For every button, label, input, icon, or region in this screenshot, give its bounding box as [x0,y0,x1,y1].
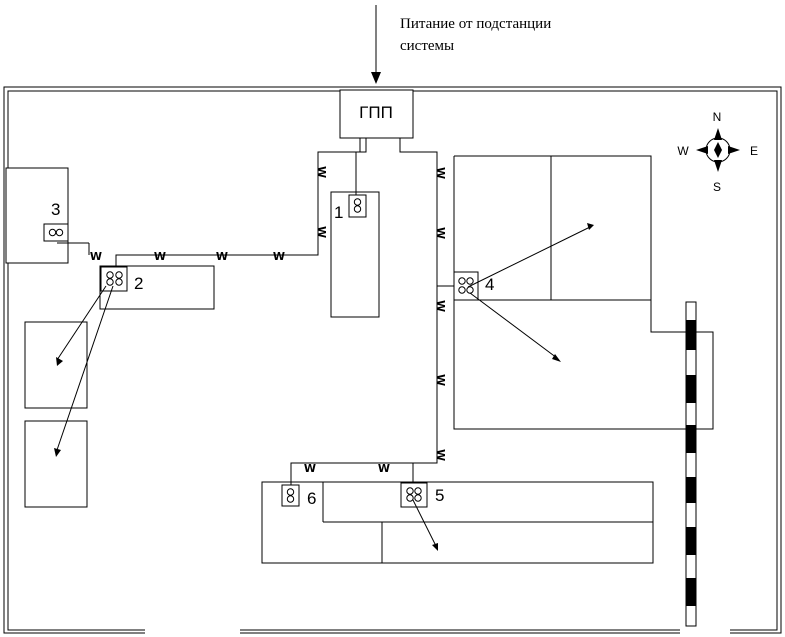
compass-north: N [713,110,722,124]
cable-marker: W [434,374,447,386]
substation-4-label: 4 [485,275,494,294]
cable-marker: W [90,250,102,263]
substation-4: 4 [453,271,494,301]
cable-marker: W [434,167,447,179]
compass-west: W [677,144,689,158]
compass-east: E [750,144,758,158]
feeder-arrows [54,223,594,551]
substation-2-label: 2 [134,274,143,293]
substation-3-label: 3 [51,200,60,219]
substation-1-label: 1 [334,203,343,222]
supply-note-line1: Питание от подстанции [400,16,551,32]
cable-marker: W [434,449,447,461]
substation-5-label: 5 [435,486,444,505]
cable-network [57,138,455,485]
cable-marker: W [304,462,316,475]
gpp-main-substation: ГПП [339,89,414,139]
gpp-label: ГПП [359,103,393,122]
compass-south: S [713,180,721,194]
cable-marker: W [378,462,390,475]
substation-5: 5 [400,482,444,508]
cable-marker: W [216,250,228,263]
compass-rose: N S W E [677,110,758,194]
cable-marker: W [154,250,166,263]
substation-6: 6 [281,484,316,508]
cable-marker: W [273,250,285,263]
supply-arrow [371,5,381,84]
supply-note-line2: системы [400,38,454,54]
cable-marker: W [434,300,447,312]
building-shop-3 [5,167,69,264]
building-shop-4 [453,155,714,430]
cable-marker: W [315,166,328,178]
railway-track [685,301,697,627]
building-shop-2a [24,321,88,409]
substation-6-label: 6 [307,489,316,508]
cable-markers: W W W W W W W W W W W W W [90,166,447,475]
substation-1: 1 [334,194,367,222]
cable-marker: W [434,227,447,239]
building-shop-1 [330,191,380,318]
cable-marker: W [315,226,328,238]
building-shop-2b [24,420,88,508]
substation-3: 3 [43,200,69,242]
